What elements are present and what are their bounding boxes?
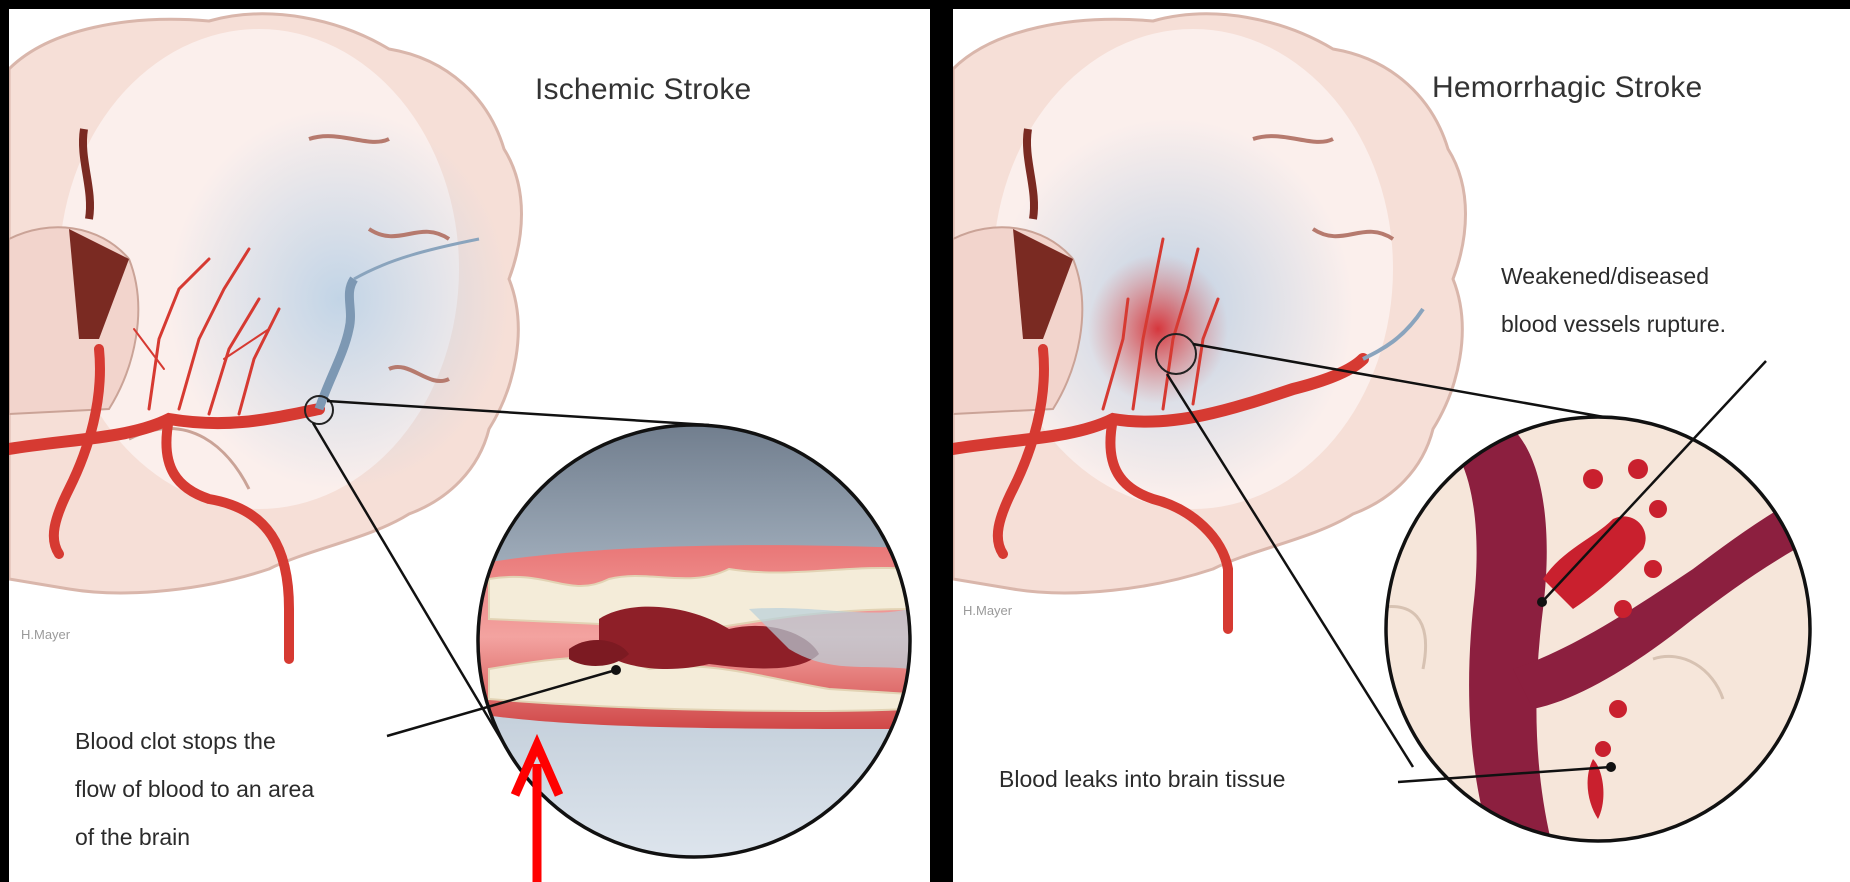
brain-slice [953,14,1466,593]
hemorrhagic-title: Hemorrhagic Stroke [1432,71,1702,105]
rupture-callout-label: Weakened/diseased blood vessels rupture. [1501,252,1726,348]
callout-line-1: Weakened/diseased [1501,252,1726,300]
magnified-vessel [449,419,929,869]
callout-line-2: blood vessels rupture. [1501,300,1726,348]
brain-slice [9,14,522,593]
clot-callout-label: Blood clot stops the flow of blood to an… [75,717,314,861]
illustrator-credit: H.Mayer [963,603,1012,618]
callout-line-2: flow of blood to an area [75,765,314,813]
callout-line-1: Blood leaks into brain tissue [999,755,1285,803]
callout-line-3: of the brain [75,813,314,861]
leak-callout-label: Blood leaks into brain tissue [999,755,1285,803]
hemorrhagic-stroke-panel: Hemorrhagic Stroke H.Mayer Weakened/dise… [953,9,1850,882]
ischemic-stroke-panel: Ischemic Stroke H.Mayer Blood clot stops… [9,9,930,882]
ischemic-title: Ischemic Stroke [535,73,751,107]
illustrator-credit: H.Mayer [21,627,70,642]
hemorrhagic-illustration [953,9,1850,882]
callout-line-1: Blood clot stops the [75,717,314,765]
magnified-ruptured-vessel [1373,409,1833,849]
